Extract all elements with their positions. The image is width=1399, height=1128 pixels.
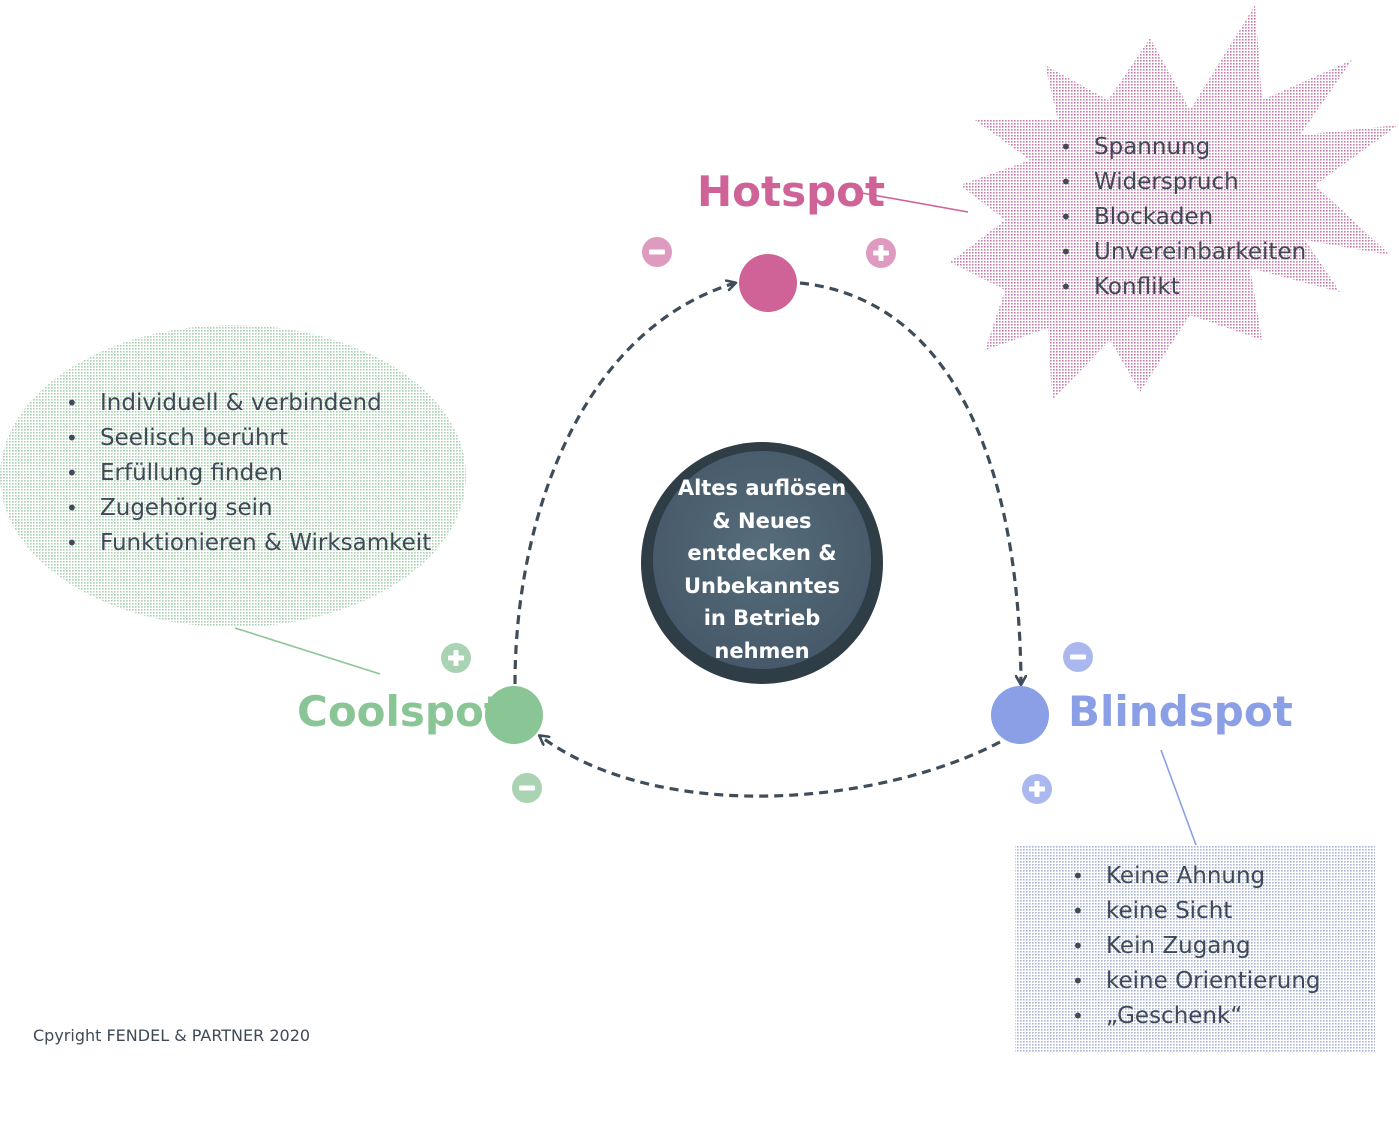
coolspot-label: Coolspot — [297, 687, 504, 736]
blindspot-list: Keine Ahnung keine Sicht Kein Zugang kei… — [1072, 859, 1321, 1034]
coolspot-list: Individuell & verbindend Seelisch berühr… — [66, 386, 431, 561]
arrow-hotspot-to-blindspot — [799, 281, 1021, 684]
blindspot-node — [991, 686, 1049, 744]
list-item: keine Orientierung — [1072, 964, 1321, 999]
center-line: & Neues — [712, 508, 812, 533]
list-item: keine Sicht — [1072, 894, 1321, 929]
list-item: Unvereinbarkeiten — [1060, 235, 1306, 270]
list-item: Blockaden — [1060, 200, 1306, 235]
copyright-text: Cpyright FENDEL & PARTNER 2020 — [33, 1026, 311, 1045]
center-line: Unbekanntes — [683, 573, 841, 598]
coolspot-plus-icon — [441, 643, 471, 673]
list-item: Keine Ahnung — [1072, 859, 1321, 894]
hotspot-label: Hotspot — [697, 167, 886, 216]
center-line: Altes auflösen — [677, 476, 847, 500]
hotspot-plus-icon — [866, 238, 896, 268]
list-item: Erfüllung finden — [66, 456, 431, 491]
list-item: Kein Zugang — [1072, 929, 1321, 964]
list-item: „Geschenk“ — [1072, 999, 1321, 1034]
list-item: Konflikt — [1060, 270, 1306, 305]
center-circle — [653, 451, 871, 669]
list-item: Individuell & verbindend — [66, 386, 431, 421]
coolspot-connector — [234, 627, 381, 675]
hotspot-minus-icon — [642, 237, 672, 267]
coolspot-minus-icon — [512, 773, 542, 803]
center-text: Altes auflösen & Neues entdecken & Unbek… — [662, 472, 862, 667]
hotspot-node — [739, 254, 797, 312]
blindspot-minus-icon — [1063, 642, 1093, 672]
blindspot-label: Blindspot — [1068, 687, 1293, 736]
center-line: entdecken & — [687, 541, 837, 565]
coolspot-node — [485, 686, 543, 744]
blindspot-plus-icon — [1022, 774, 1052, 804]
list-item: Seelisch berührt — [66, 421, 431, 456]
center-line: nehmen — [714, 638, 810, 663]
hotspot-list: Spannung Widerspruch Blockaden Unvereinb… — [1060, 130, 1306, 305]
center-line: in Betrieb — [703, 606, 821, 630]
list-item: Widerspruch — [1060, 165, 1306, 200]
arrow-coolspot-to-hotspot — [513, 283, 735, 685]
blindspot-connector — [1160, 749, 1197, 846]
hotspot-connector — [861, 192, 969, 213]
arrow-blindspot-to-coolspot — [540, 736, 1001, 798]
list-item: Funktionieren & Wirksamkeit — [66, 526, 431, 561]
list-item: Spannung — [1060, 130, 1306, 165]
list-item: Zugehörig sein — [66, 491, 431, 526]
